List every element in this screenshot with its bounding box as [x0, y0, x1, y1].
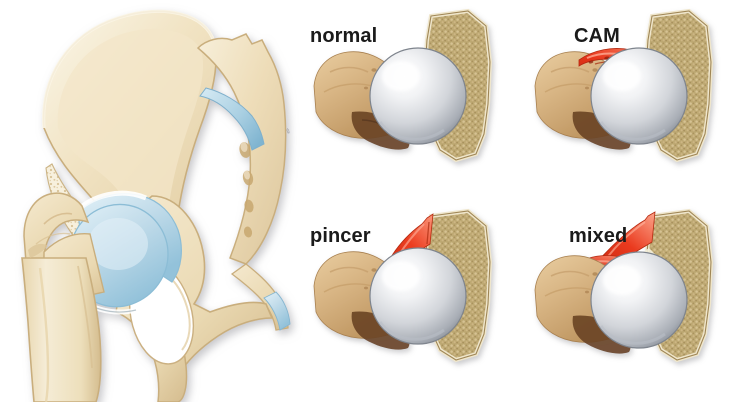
fai-cell-mixed: mixed: [521, 200, 743, 401]
femoral-head-sphere: [590, 47, 688, 145]
femoral-head-sphere: [590, 251, 688, 349]
fai-art-mixed: [534, 208, 714, 363]
fai-cell-cam: CAM: [521, 0, 743, 201]
fai-art-normal: [313, 8, 493, 163]
femoral-head-sphere: [369, 247, 467, 345]
normal-hip-anatomy-illustration: [0, 0, 320, 403]
fai-cell-pincer: pincer: [300, 200, 522, 401]
pubic-symphysis-cartilage: [263, 291, 291, 331]
fai-type-comparison-grid: normal: [300, 0, 743, 402]
fai-cell-normal: normal: [300, 0, 522, 201]
fai-art-pincer: [313, 208, 493, 363]
sacroiliac-cartilage: [199, 87, 265, 151]
fai-art-cam: [534, 8, 714, 163]
hip-anatomy-svg: [21, 9, 291, 403]
femoral-head-sphere: [369, 47, 467, 145]
